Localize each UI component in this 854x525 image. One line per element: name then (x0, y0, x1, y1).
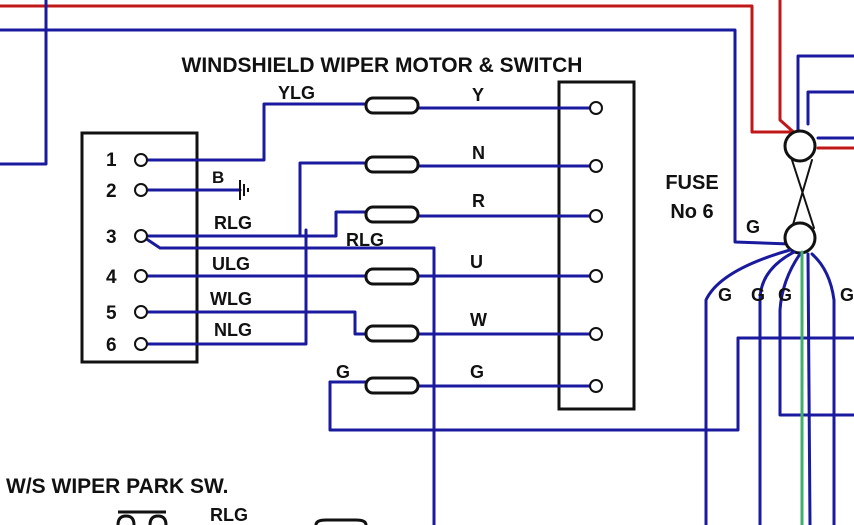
fuse-g-label: G (778, 285, 792, 305)
terminal-number: 5 (106, 303, 117, 324)
fuse-terminal-top (783, 129, 817, 163)
terminal-number: 4 (106, 267, 117, 288)
switch-terminal (134, 337, 148, 351)
motor-terminal (589, 379, 603, 393)
ground-icon (239, 180, 249, 200)
switch-terminal (134, 183, 148, 197)
wire-label-nlg: NLG (214, 320, 252, 340)
motor-terminal (589, 327, 603, 341)
switch-terminal (134, 269, 148, 283)
wire-label-r: R (472, 191, 485, 211)
wire-label-n: N (472, 143, 485, 163)
switch-terminal (134, 229, 148, 243)
fuse-label-line2: No 6 (670, 201, 713, 223)
inline-connector (364, 324, 420, 343)
motor-terminal (589, 159, 603, 173)
inline-connectors (364, 96, 420, 395)
wire-label-u: U (470, 252, 483, 272)
wire-label-rlg: RLG (346, 230, 384, 250)
terminal-number: 2 (106, 181, 117, 202)
blue-supply-wires (0, 0, 854, 246)
park-switch-title: W/S WIPER PARK SW. (6, 475, 228, 498)
ground-bundle-wires (328, 248, 854, 525)
wire-label-g: G (470, 362, 484, 382)
switch-terminal (134, 305, 148, 319)
motor-terminal (589, 209, 603, 223)
fuse-crossing (791, 159, 815, 229)
inline-connector (364, 205, 420, 224)
wire-label-g: G (336, 362, 350, 382)
park-switch-parts (116, 510, 368, 525)
fuse-terminal-bottom (783, 221, 817, 255)
inline-connector (364, 376, 420, 395)
wire-label-rlg: RLG (214, 213, 252, 233)
terminal-number: 3 (106, 227, 117, 248)
wire-label-y: Y (472, 85, 484, 105)
fuse-label-line1: FUSE (665, 172, 718, 194)
fuse-g-label: G (718, 285, 732, 305)
park-switch-wire-label: RLG (210, 505, 248, 525)
fuse-g-label: G (840, 285, 854, 305)
red-power-wires (0, 0, 854, 150)
motor-terminal (589, 101, 603, 115)
ground-label-b: B (212, 168, 224, 187)
motor-terminal (589, 269, 603, 283)
terminal-number: 1 (106, 150, 117, 171)
fuse-wire-label-g: G (746, 217, 760, 237)
wire-label-wlg: WLG (210, 289, 252, 309)
wire-label-w: W (470, 310, 487, 330)
motor-terminals (589, 101, 603, 393)
inline-connector (364, 96, 420, 115)
inline-connector (364, 155, 420, 174)
wire-label-ylg: YLG (278, 83, 315, 103)
switch-terminals (134, 153, 148, 351)
diagram-title: WINDSHIELD WIPER MOTOR & SWITCH (182, 54, 583, 77)
fuse-g-label: G (751, 285, 765, 305)
switch-terminal (134, 153, 148, 167)
wire-label-ulg: ULG (212, 254, 250, 274)
switch-to-motor-wires (140, 102, 598, 388)
inline-connector (364, 267, 420, 286)
motor-connector-block (557, 80, 636, 411)
terminal-number: 6 (106, 335, 117, 356)
